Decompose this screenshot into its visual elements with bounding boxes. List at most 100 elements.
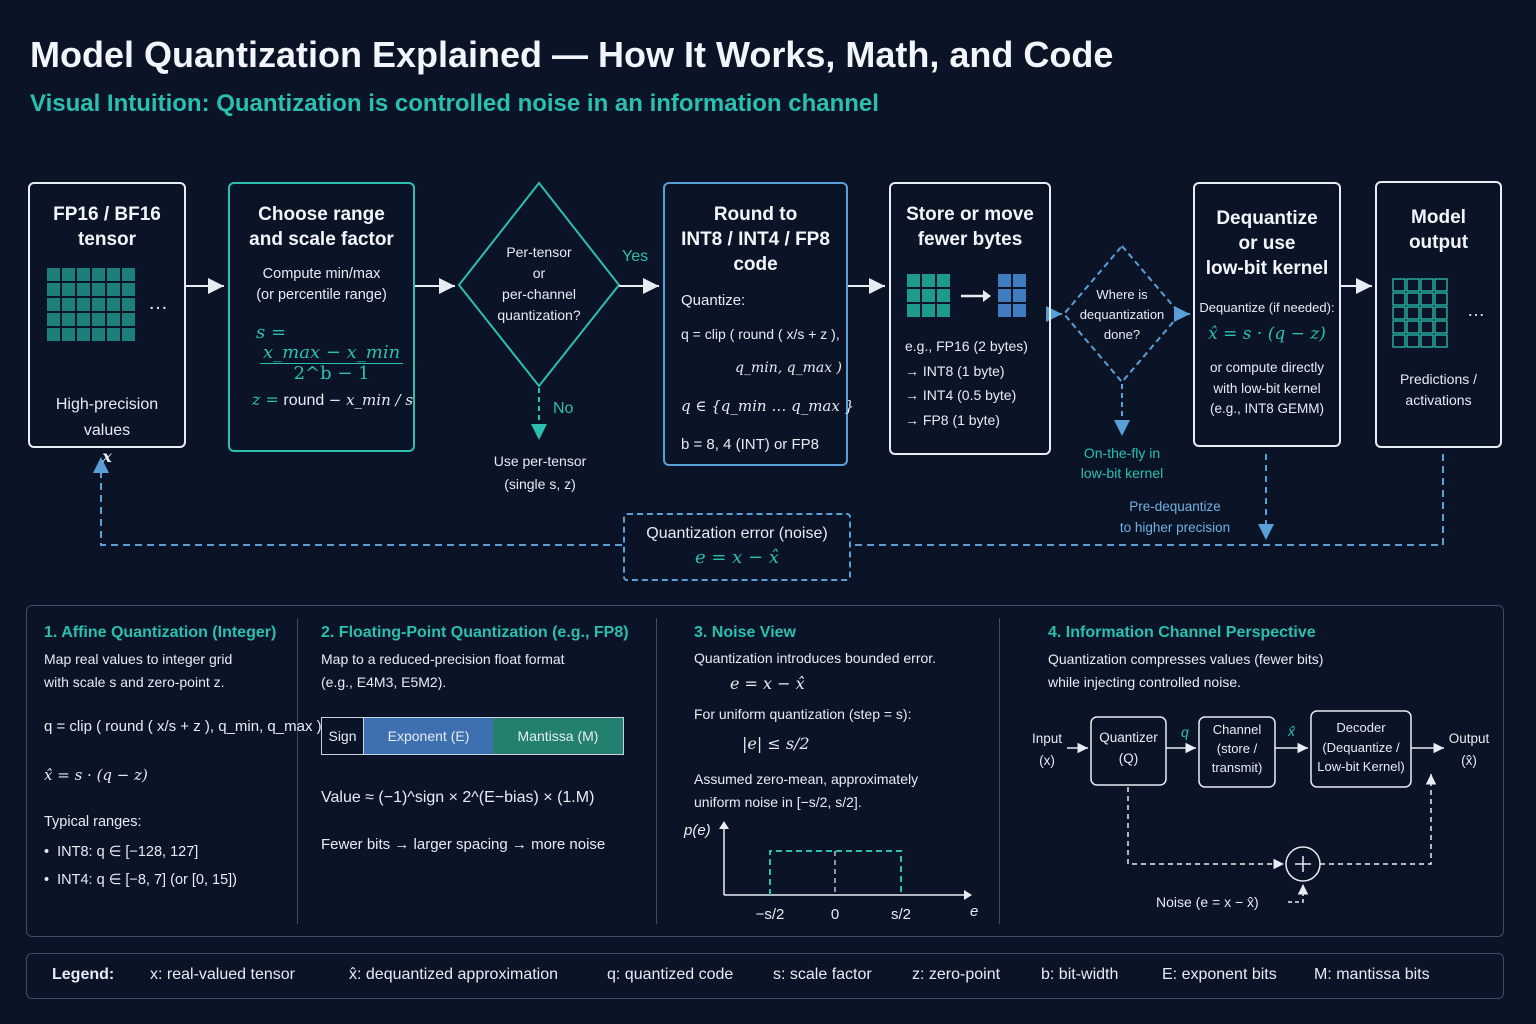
assumed-text: Assumed zero-mean, approximately uniform… (694, 771, 919, 810)
s-lhs: s = (256, 322, 287, 343)
tick-label: s/2 (891, 906, 911, 923)
grid-cell (1406, 306, 1420, 320)
zero-point-formula: z = round − x_min / s (252, 390, 413, 410)
grid-cell (92, 298, 105, 311)
store-line: → FP8 (1 byte) (905, 411, 1000, 428)
s-numerator: x_max − x_min (260, 343, 404, 364)
grid-cell (107, 313, 120, 326)
fp16-title: FP16 / BF16 tensor (53, 204, 161, 250)
error-line-left (93, 457, 622, 546)
grid-cell (122, 328, 135, 341)
legend-item: b: bit-width (1041, 966, 1119, 983)
grid-cell (998, 274, 1011, 287)
grid-cell (922, 289, 935, 302)
grid-cell (107, 283, 120, 296)
range-item: • INT8: q ∈ [−128, 127] (44, 844, 199, 860)
legend-title: Legend: (52, 966, 115, 983)
grid-cell (1406, 320, 1420, 334)
grid-cell (77, 268, 90, 281)
grid-cell (1434, 320, 1448, 334)
fp16-tensor-box: FP16 / BF16 tensor … High-precision valu… (28, 182, 186, 466)
quantizer-block (1090, 716, 1167, 786)
grid-cell (47, 328, 60, 341)
uniform-text: For uniform quantization (step = s): (694, 706, 912, 722)
s-denominator: 2^b − 1 (293, 363, 370, 384)
grid-cell (937, 289, 950, 302)
ranges-title: Typical ranges: (44, 814, 142, 830)
section3-e-formula: e = x − x̂ (730, 674, 805, 693)
grid-cell (1434, 334, 1448, 348)
page-subtitle: Visual Intuition: Quantization is contro… (30, 90, 879, 117)
legend-item: x̂: dequantized approximation (349, 966, 559, 983)
grid-cell (62, 298, 75, 311)
grid-cell (122, 298, 135, 311)
scale-factor-box: Choose range and scale factor Compute mi… (228, 182, 415, 452)
section3-title: 3. Noise View (694, 624, 796, 641)
y-label: p(e) (683, 822, 711, 839)
grid-cell (107, 298, 120, 311)
round-title: Round to INT8 / INT4 / FP8 code (681, 204, 830, 275)
grid-cell (1013, 274, 1026, 287)
mantissa-field: Mantissa (M) (493, 718, 623, 754)
dequant-formula: x̂ = s · (q − z) (1208, 324, 1326, 344)
grid-cell (1406, 292, 1420, 306)
grid-cell (47, 268, 60, 281)
z-fn: round (283, 392, 325, 409)
grid-cell (1406, 278, 1420, 292)
yes-label: Yes (622, 248, 649, 265)
ranges-list: • INT8: q ∈ [−128, 127] • INT4: q ∈ [−8,… (44, 838, 237, 894)
grid-cell (937, 304, 950, 317)
flow-connectors (93, 181, 1444, 546)
error-title: Quantization error (noise) (646, 525, 828, 542)
divider (656, 618, 657, 924)
error-bound: |e| ≤ s/2 (742, 734, 810, 753)
x-label: e (970, 903, 978, 920)
diamond1-text: Per-tensor or per-channel quantization? (497, 244, 581, 323)
legend-item: E: exponent bits (1162, 966, 1277, 983)
model-output-box: Model output … Predictions / activations (1375, 181, 1502, 448)
grid-cell (907, 274, 920, 287)
legend-item: q: quantized code (607, 966, 734, 983)
noise-input (1288, 884, 1309, 903)
grid-cell (62, 283, 75, 296)
store-box: Store or move fewer bytes e.g., FP16 (2 … (889, 182, 1051, 455)
grid-cell (77, 328, 90, 341)
diamond2-text: Where is dequantization done? (1079, 287, 1165, 342)
grid-cell (122, 313, 135, 326)
decoder-block (1310, 710, 1412, 788)
dequantize-box: Dequantize or use low-bit kernel Dequant… (1193, 182, 1341, 447)
grid-cell (1420, 306, 1434, 320)
output-grid-icon (1392, 278, 1448, 348)
store-line: → INT8 (1 byte) (905, 362, 1005, 379)
predequant-label: Pre-dequantize to higher precision (1119, 499, 1231, 535)
grid-cell (92, 328, 105, 341)
fp-value-formula: Value ≈ (−1)^sign × 2^(E−bias) × (1.M) (321, 789, 595, 806)
dequant-title: Dequantize or use low-bit kernel (1205, 208, 1329, 279)
noise-label: Noise (e = x − x̂) (1156, 894, 1259, 910)
grid-cell (1392, 320, 1406, 334)
section1-xhat: x̂ = s · (q − z) (44, 766, 148, 784)
round-b-line: b = 8, 4 (INT) or FP8 (681, 436, 819, 453)
channel-block (1198, 716, 1276, 788)
output-caption: Predictions / activations (1399, 371, 1478, 408)
noise-path-right (1320, 774, 1437, 865)
dequant-line1: Dequantize (if needed): (1199, 300, 1335, 315)
scale-text: Compute min/max (or percentile range) (256, 266, 387, 303)
grid-cell (62, 313, 75, 326)
grid-cell (47, 313, 60, 326)
tensor-grid-icon (47, 268, 135, 341)
fp16-caption: High-precision values (55, 396, 159, 439)
section2-text: Map to a reduced-precision float format … (321, 651, 565, 690)
grid-cell (937, 274, 950, 287)
dequant-line2: or compute directly with low-bit kernel … (1209, 360, 1325, 416)
explanations-panel (26, 605, 1504, 937)
fp16-ellipsis: … (148, 292, 168, 314)
noise-path-left (1127, 787, 1284, 870)
legend-item: x: real-valued tensor (150, 966, 295, 983)
section1-text: Map real values to integer grid with sca… (44, 651, 233, 690)
channel-label: Channel (store / transmit) (1211, 722, 1263, 775)
error-formula: e = x − x̂ (694, 547, 779, 568)
store-line: → INT4 (0.5 byte) (905, 387, 1017, 403)
page-title: Model Quantization Explained — How It Wo… (30, 34, 1114, 75)
grid-cell (77, 283, 90, 296)
